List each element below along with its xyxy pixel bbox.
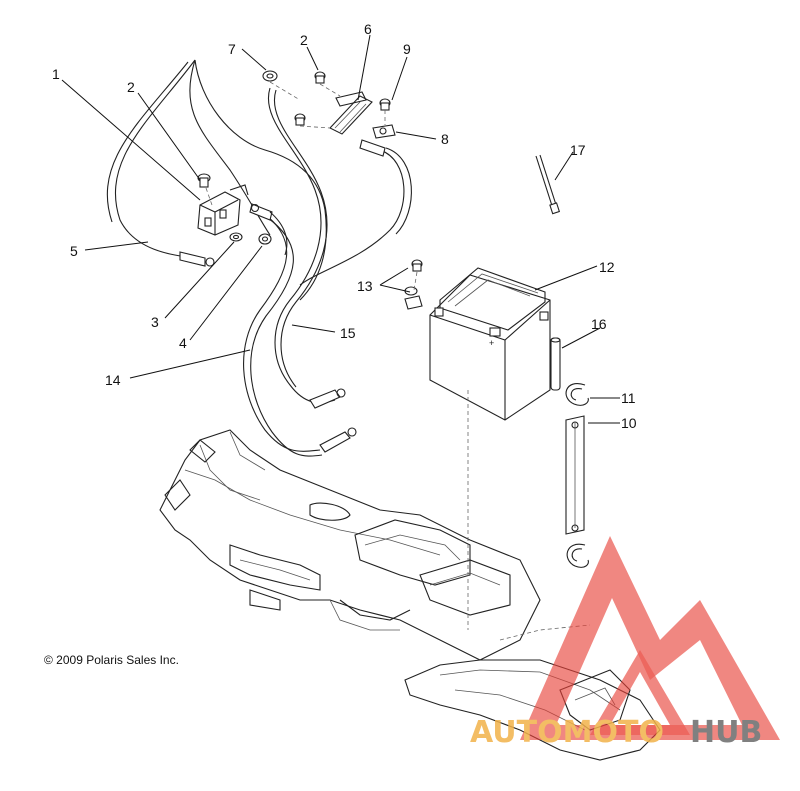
fasteners <box>197 70 423 310</box>
leader-lines <box>61 34 620 424</box>
cable-group <box>106 59 412 457</box>
rod-part <box>535 154 561 215</box>
callout-1: 1 <box>52 66 60 82</box>
hold-down-strap <box>565 415 585 535</box>
svg-text:+: + <box>489 338 494 348</box>
callout-2a: 2 <box>127 79 135 95</box>
callout-14: 14 <box>105 372 121 388</box>
callout-5: 5 <box>70 243 78 259</box>
battery: + <box>429 267 551 630</box>
callout-4: 4 <box>179 335 187 351</box>
callout-2b: 2 <box>300 32 308 48</box>
vehicle-frame <box>159 429 661 761</box>
watermark-logo: AUTOMOTO HUB <box>470 536 780 750</box>
callout-10: 10 <box>621 415 637 431</box>
callout-13: 13 <box>357 278 373 294</box>
strap-clip-upper <box>565 383 589 406</box>
watermark-text-a: AUTOMOTO <box>470 715 664 750</box>
callout-15: 15 <box>340 325 356 341</box>
watermark-text-b: HUB <box>690 715 762 750</box>
solenoid <box>197 184 249 236</box>
callout-7: 7 <box>228 41 236 57</box>
callout-6: 6 <box>364 21 372 37</box>
callout-11: 11 <box>621 390 636 406</box>
callout-12: 12 <box>599 259 615 275</box>
callout-8: 8 <box>441 131 449 147</box>
copyright-notice: © 2009 Polaris Sales Inc. <box>44 653 179 667</box>
callout-9: 9 <box>403 41 411 57</box>
callout-labels: 1 2 3 4 5 6 7 2 8 9 10 11 12 13 14 15 16… <box>52 21 637 431</box>
strap-clip-lower <box>566 543 589 568</box>
callout-3: 3 <box>151 314 159 330</box>
logo-triangle-icon <box>520 536 780 740</box>
battery-vent-tube <box>550 337 561 391</box>
callout-17: 17 <box>570 142 586 158</box>
callout-16: 16 <box>591 316 607 332</box>
